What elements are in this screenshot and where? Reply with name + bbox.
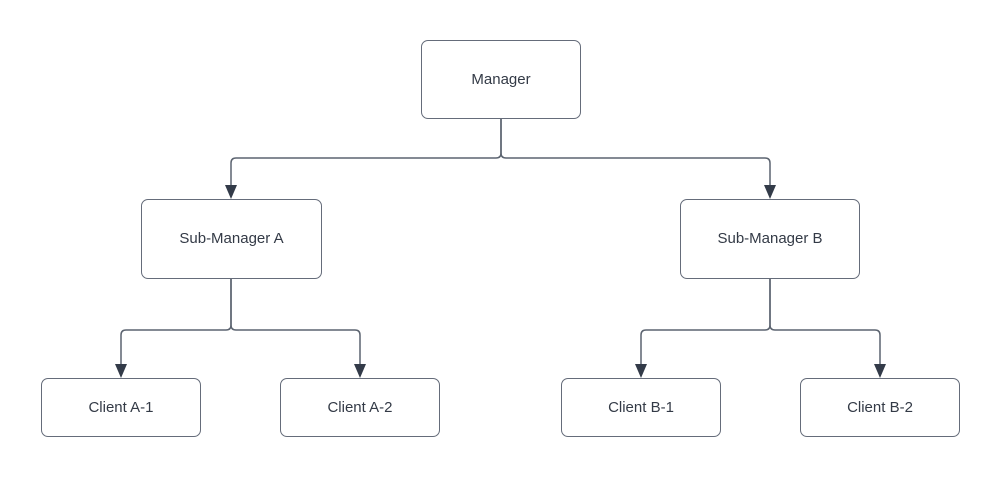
node-client-a2-label: Client A-2 bbox=[327, 398, 393, 416]
arrowhead-icon bbox=[354, 364, 366, 378]
node-sub-manager-b-label: Sub-Manager B bbox=[717, 230, 823, 247]
node-client-b1[interactable]: Client B-1 bbox=[561, 378, 721, 437]
arrowhead-icon bbox=[764, 185, 776, 199]
arrowhead-icon bbox=[225, 185, 237, 199]
edge-manager-sub-b bbox=[500, 119, 771, 187]
node-sub-manager-a[interactable]: Sub-Manager A bbox=[141, 199, 322, 279]
node-client-b2[interactable]: Client B-2 bbox=[800, 378, 960, 437]
node-sub-manager-a-label: Sub-Manager A bbox=[179, 230, 284, 247]
node-manager[interactable]: Manager bbox=[421, 40, 581, 119]
node-client-b2-label: Client B-2 bbox=[847, 398, 913, 416]
arrowhead-icon bbox=[635, 364, 647, 378]
edge-sub-a-client-a2 bbox=[230, 279, 361, 366]
edge-sub-b-client-b2 bbox=[769, 279, 881, 366]
node-manager-label: Manager bbox=[471, 70, 531, 88]
edge-manager-sub-a bbox=[230, 119, 502, 187]
node-sub-manager-b[interactable]: Sub-Manager B bbox=[680, 199, 860, 279]
node-client-b1-label: Client B-1 bbox=[608, 398, 674, 416]
node-client-a1-label: Client A-1 bbox=[88, 398, 154, 416]
arrowhead-icon bbox=[874, 364, 886, 378]
edge-sub-b-client-b1 bbox=[640, 279, 771, 366]
node-client-a2[interactable]: Client A-2 bbox=[280, 378, 440, 437]
arrowhead-icon bbox=[115, 364, 127, 378]
node-client-a1[interactable]: Client A-1 bbox=[41, 378, 201, 437]
edge-sub-a-client-a1 bbox=[120, 279, 232, 366]
